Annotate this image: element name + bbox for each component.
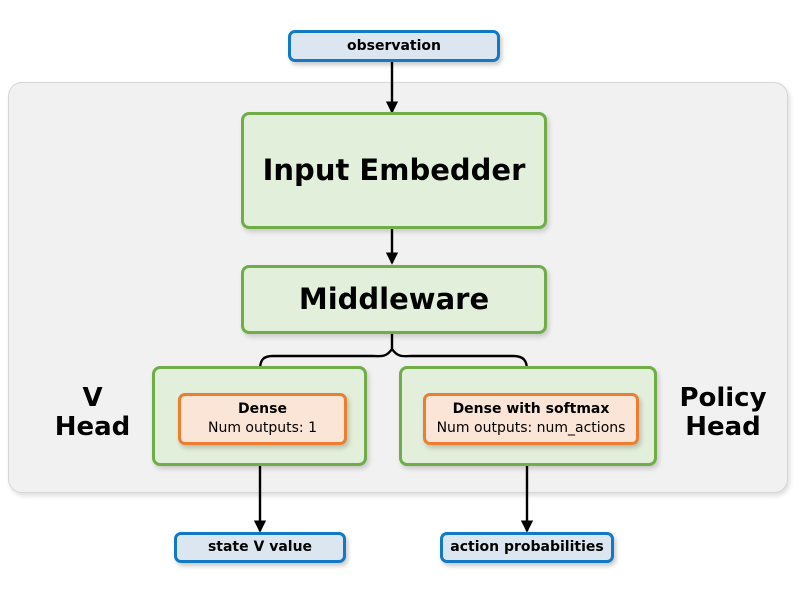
node-middleware-label: Middleware [298,282,490,317]
label-v-head: V Head [54,383,131,443]
node-v-head-dense[interactable]: Dense Num outputs: 1 [178,393,347,445]
node-policy-head-dense-title: Dense with softmax [452,401,610,418]
node-action-probabilities[interactable]: action probabilities [440,532,614,563]
node-v-head-dense-title: Dense [238,401,287,418]
node-v-head-dense-subtitle: Num outputs: 1 [208,420,317,436]
node-action-probabilities-label: action probabilities [450,539,604,556]
node-state-v-value-label: state V value [207,539,313,556]
node-middleware[interactable]: Middleware [241,265,547,334]
node-input-embedder[interactable]: Input Embedder [241,112,547,229]
label-policy-head: Policy Head [679,383,767,443]
node-policy-head-dense-subtitle: Num outputs: num_actions [436,420,626,436]
policy-head-container: Dense with softmax Num outputs: num_acti… [399,366,657,466]
node-policy-head-dense[interactable]: Dense with softmax Num outputs: num_acti… [423,393,639,445]
v-head-container: Dense Num outputs: 1 [152,366,367,466]
node-observation-label: observation [346,37,442,54]
node-observation[interactable]: observation [288,30,500,62]
node-state-v-value[interactable]: state V value [174,532,346,563]
node-input-embedder-label: Input Embedder [262,153,526,188]
